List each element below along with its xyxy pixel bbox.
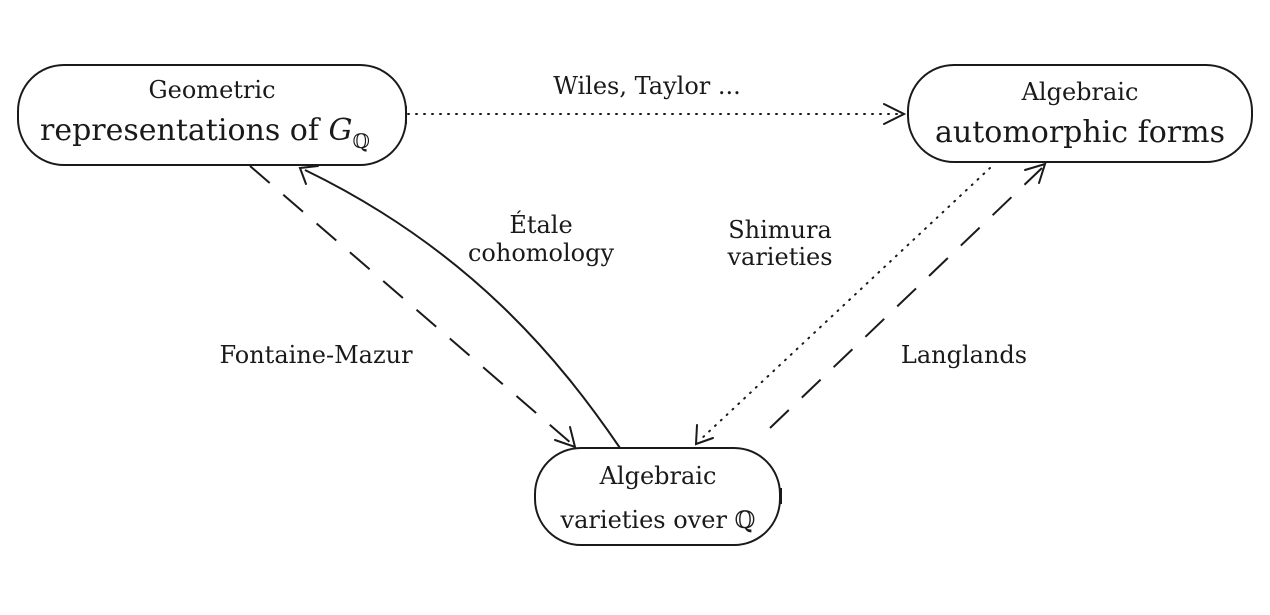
label-shimura-2: varieties xyxy=(726,243,832,271)
label-etale-2: cohomology xyxy=(468,239,614,267)
edge-etale-cohomology xyxy=(298,165,621,449)
varieties-line1: Algebraic xyxy=(599,462,717,490)
automorphic-line2: automorphic forms xyxy=(935,115,1225,150)
label-etale-1: Étale xyxy=(509,210,572,239)
edge-shimura-varieties xyxy=(694,167,991,446)
edge-wiles-taylor xyxy=(407,103,907,125)
edge-langlands xyxy=(769,162,1047,429)
galois-line2: representations of Gℚ xyxy=(40,113,370,153)
edge-fontaine-mazur xyxy=(249,165,577,449)
automorphic-line1: Algebraic xyxy=(1021,78,1139,106)
node-algebraic-varieties: Algebraic varieties over ℚ xyxy=(534,447,782,546)
label-fontaine-mazur: Fontaine-Mazur xyxy=(219,341,413,369)
node-automorphic-forms: Algebraic automorphic forms xyxy=(907,64,1253,163)
label-wiles-taylor: Wiles, Taylor ... xyxy=(553,72,741,100)
varieties-line2: varieties over ℚ xyxy=(560,506,756,534)
label-shimura-1: Shimura xyxy=(728,216,832,244)
galois-line1: Geometric xyxy=(148,76,275,104)
label-langlands: Langlands xyxy=(901,341,1027,369)
node-galois-representations: Geometric representations of Gℚ xyxy=(17,64,407,166)
